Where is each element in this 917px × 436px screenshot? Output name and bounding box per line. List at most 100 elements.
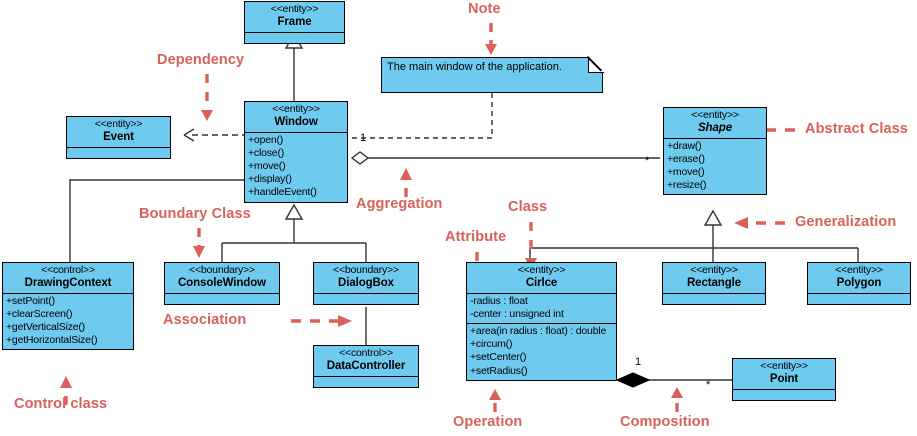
attribute-item: -center : unsigned int [470, 307, 564, 320]
class-stereotype-window: <<entity>> [272, 103, 320, 115]
class-box-event[interactable]: <<entity>> Event [66, 116, 171, 159]
class-name-frame: Frame [277, 15, 312, 28]
anno-arrowhead-control-class [60, 376, 72, 388]
annotation-class: Class [508, 199, 548, 215]
class-box-polygon[interactable]: <<entity>> Polygon [807, 262, 911, 305]
class-stereotype-frame: <<entity>> [270, 3, 319, 15]
annotation-generalization: Generalization [795, 214, 897, 230]
attribute-item: -radius : float [470, 294, 528, 307]
class-stereotype-consolewindow: <<boundary>> [189, 264, 255, 276]
class-box-point[interactable]: <<entity>> Point [732, 358, 836, 401]
class-box-datacontroller[interactable]: <<control>> DataController [313, 345, 419, 388]
note-anchor-line [330, 93, 493, 139]
class-compartment-datacontroller-empty [314, 375, 418, 387]
operation-item: +setRadius() [470, 364, 528, 377]
class-name-consolewindow: ConsoleWindow [177, 276, 267, 289]
class-compartment-point-empty [733, 388, 835, 400]
class-box-circle[interactable]: <<entity>> Cirlce -radius : float -cente… [466, 262, 617, 381]
class-box-dialogbox[interactable]: <<boundary>> DialogBox [313, 262, 419, 305]
anno-arrowhead-note [485, 44, 497, 55]
anno-arrowhead-aggregation [400, 168, 412, 180]
annotation-note: Note [468, 1, 501, 17]
operation-item: +setPoint() [6, 294, 55, 307]
operation-item: +handleEvent() [248, 186, 317, 199]
class-stereotype-point: <<entity>> [760, 360, 808, 372]
annotation-operation: Operation [453, 414, 523, 430]
gen-arrow-window [284, 203, 304, 220]
operation-item: +getVerticalSize() [6, 321, 85, 334]
class-name-datacontroller: DataController [326, 359, 406, 372]
operation-item: +getHorizontalSize() [6, 334, 98, 347]
class-compartment-consolewindow-empty [165, 292, 279, 304]
annotation-boundary-class: Boundary Class [139, 206, 251, 222]
class-header-drawingcontext: <<control>> DrawingContext [3, 263, 133, 293]
class-operations-shape: +draw() +erase() +move() +resize() [664, 137, 766, 195]
class-box-drawingcontext[interactable]: <<control>> DrawingContext +setPoint() +… [2, 262, 134, 351]
class-name-dialogbox: DialogBox [338, 276, 394, 289]
operation-item: +clearScreen() [6, 307, 73, 320]
class-header-consolewindow: <<boundary>> ConsoleWindow [165, 263, 279, 293]
class-box-shape[interactable]: <<entity>> Shape +draw() +erase() +move(… [663, 107, 767, 196]
multiplicity-shape-aggregation: * [645, 155, 650, 167]
class-name-circle: Cirlce [525, 276, 558, 289]
multiplicity-point-composition: * [706, 379, 711, 391]
class-name-polygon: Polygon [836, 276, 882, 289]
operation-item: +move() [248, 160, 286, 173]
class-header-shape: <<entity>> Shape [664, 108, 766, 138]
class-stereotype-dialogbox: <<boundary>> [333, 264, 399, 276]
class-stereotype-rectangle: <<entity>> [690, 264, 738, 276]
class-header-window: <<entity>> Window [245, 102, 347, 132]
class-stereotype-polygon: <<entity>> [835, 264, 883, 276]
class-compartment-event-empty [67, 146, 170, 158]
gen-arrow-shape [703, 209, 723, 226]
class-compartment-dialogbox-empty [314, 292, 418, 304]
class-stereotype-drawingcontext: <<control>> [41, 264, 95, 276]
dependency-arrow-head-top [183, 128, 195, 136]
annotation-composition: Composition [620, 414, 710, 430]
class-box-rectangle[interactable]: <<entity>> Rectangle [662, 262, 766, 305]
class-compartment-frame-empty [245, 31, 344, 43]
annotation-abstract-class: Abstract Class [805, 121, 908, 137]
anno-arrowhead-boundary-class [193, 246, 205, 258]
anno-arrowhead-association [338, 315, 352, 327]
note-fold-corner [587, 56, 604, 73]
class-operations-window: +open() +close() +move() +display() +han… [245, 131, 347, 202]
class-header-event: <<entity>> Event [67, 117, 170, 147]
class-header-frame: <<entity>> Frame [245, 2, 344, 32]
class-name-shape: Shape [697, 121, 732, 134]
class-header-datacontroller: <<control>> DataController [314, 346, 418, 376]
class-header-circle: <<entity>> Cirlce [467, 263, 616, 293]
operation-item: +close() [248, 146, 285, 159]
class-box-frame[interactable]: <<entity>> Frame [244, 1, 345, 44]
class-stereotype-datacontroller: <<control>> [339, 347, 393, 359]
class-compartment-rectangle-empty [663, 292, 765, 304]
annotation-aggregation: Aggregation [356, 196, 443, 212]
class-box-window[interactable]: <<entity>> Window +open() +close() +move… [244, 101, 348, 203]
operation-item: +move() [667, 166, 705, 179]
class-name-drawingcontext: DrawingContext [24, 276, 112, 289]
class-compartment-polygon-empty [808, 292, 910, 304]
annotation-attribute: Attribute [445, 229, 507, 245]
class-operations-circle: +area(in radius : float) : double +circu… [467, 323, 616, 380]
anno-arrowhead-operation [489, 389, 501, 400]
anno-arrowhead-generalization [734, 217, 748, 229]
operation-item: +circum() [470, 338, 513, 351]
note-box[interactable]: The main window of the application. [381, 56, 604, 93]
operation-item: +erase() [667, 152, 705, 165]
class-header-rectangle: <<entity>> Rectangle [663, 263, 765, 293]
class-name-window: Window [274, 115, 318, 128]
anno-arrowhead-composition [671, 387, 683, 398]
class-name-point: Point [769, 372, 799, 385]
class-box-consolewindow[interactable]: <<boundary>> ConsoleWindow [164, 262, 280, 305]
operation-item: +area(in radius : float) : double [470, 325, 607, 338]
class-stereotype-shape: <<entity>> [691, 109, 739, 121]
note-text: The main window of the application. [387, 61, 562, 73]
multiplicity-window-aggregation: 1 [360, 132, 367, 144]
operation-item: +resize() [667, 179, 707, 192]
class-stereotype-circle: <<entity>> [517, 264, 566, 276]
operation-item: +draw() [667, 139, 702, 152]
annotation-dependency: Dependency [157, 52, 245, 68]
class-attributes-circle: -radius : float -center : unsigned int [467, 292, 616, 323]
dependency-arrow-head-bottom [183, 134, 195, 142]
